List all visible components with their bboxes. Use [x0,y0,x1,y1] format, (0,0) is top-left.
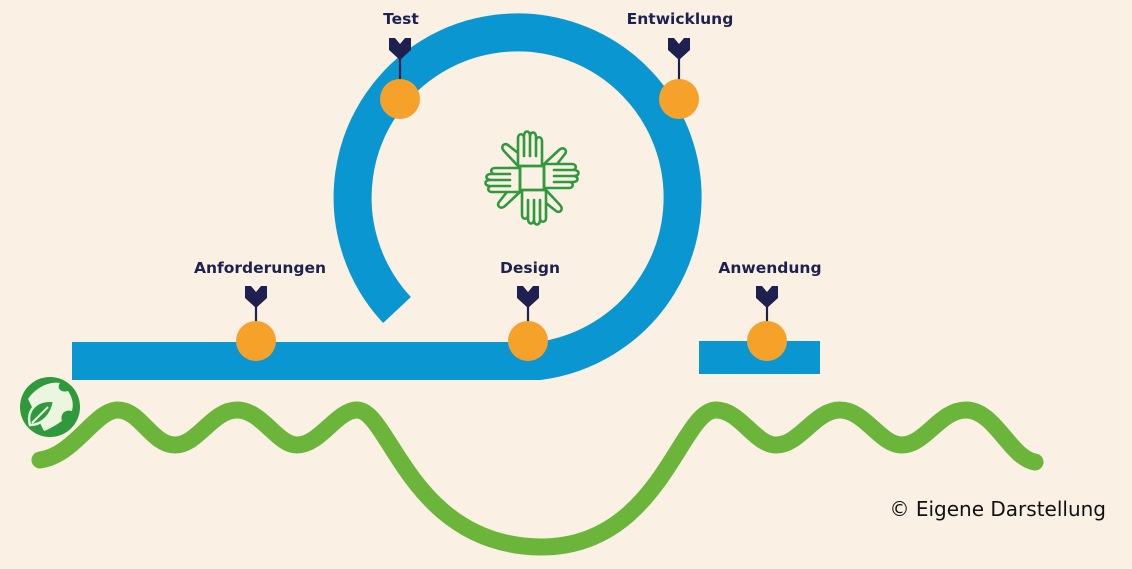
stage-test: Test [380,10,420,119]
leaf-globe-logo-icon [20,377,80,437]
stage-label-entwicklung: Entwicklung [627,10,734,28]
copyright-notice: © Eigene Darstellung [889,497,1107,521]
flag-marker-icon [668,38,690,82]
green-wave [31,401,1044,556]
milestone-dot [380,79,420,119]
milestone-dot [747,321,787,361]
stage-label-anforderungen: Anforderungen [194,259,326,277]
milestone-dot [659,79,699,119]
stage-entwicklung: Entwicklung [627,10,734,119]
stage-label-design: Design [500,259,560,277]
stage-label-test: Test [383,10,419,28]
stage-label-anwendung: Anwendung [718,259,821,277]
milestone-dot [508,321,548,361]
stage-anwendung: Anwendung [718,259,822,361]
cooperating-hands-icon [484,130,580,226]
stage-design: Design [500,259,560,361]
milestone-dot [236,321,276,361]
track-loop [72,13,702,380]
flag-marker-icon [389,38,411,82]
stage-anforderungen: Anforderungen [194,259,326,361]
